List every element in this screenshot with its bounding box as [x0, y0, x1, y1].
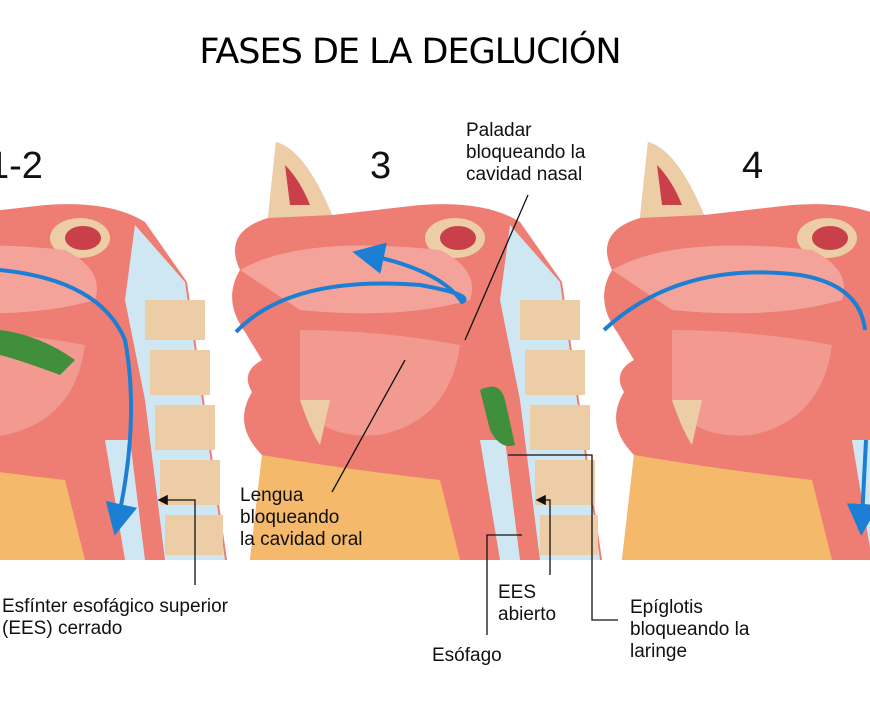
phase-label-4: 4	[742, 145, 764, 187]
bolus-phase-3	[480, 386, 515, 446]
leader-lines	[157, 194, 618, 635]
label-paladar: Paladar bloqueando la cavidad nasal	[466, 120, 586, 185]
bolus-phase-1-2	[0, 330, 75, 375]
label-epiglotis: Epíglotis bloqueando la laringe	[630, 597, 750, 662]
label-ees-abierto: EES abierto	[498, 582, 557, 625]
airflow-arrow-3	[234, 242, 467, 334]
airflow-arrow-1-2	[0, 268, 138, 536]
label-ees-cerrado: Esfínter esofágico superior (EES) cerrad…	[2, 596, 229, 639]
head-phase-4	[604, 142, 870, 560]
label-lengua: Lengua bloqueando la cavidad oral	[240, 485, 363, 550]
page-title: FASES DE LA DEGLUCIÓN	[199, 32, 621, 72]
phase-label-3: 3	[370, 145, 392, 187]
label-esofago: Esófago	[432, 645, 502, 666]
airflow-arrow-4-down	[846, 439, 870, 536]
phase-label-1-2: 1-2	[0, 145, 43, 187]
airflow-arrow-4	[602, 270, 867, 332]
